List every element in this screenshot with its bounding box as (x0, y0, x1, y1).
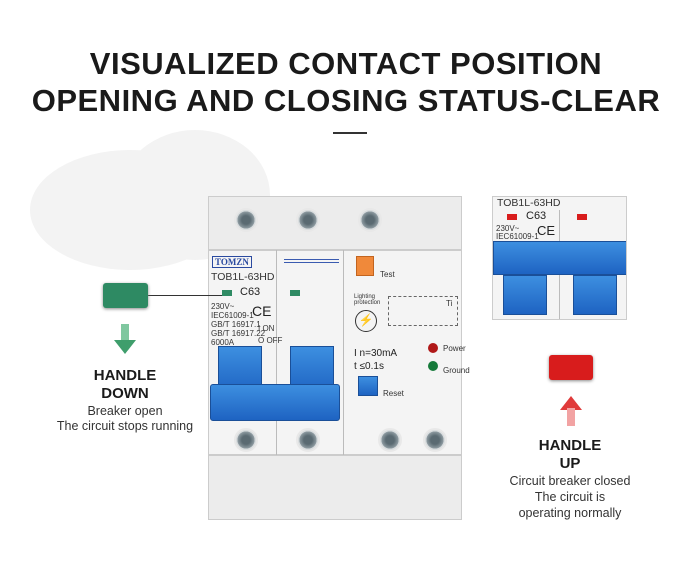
bottom-terminal-block (208, 455, 462, 520)
residual-current: I n=30mA (354, 348, 398, 359)
circuit-diagram (388, 296, 458, 326)
leader-line (148, 295, 222, 296)
status-indicator-green (290, 290, 300, 296)
handle-up-desc: Circuit breaker closed (509, 474, 631, 488)
status-indicator-red (577, 214, 587, 220)
test-button[interactable] (356, 256, 374, 276)
screw-icon (234, 428, 258, 452)
ground-label: Ground (443, 366, 470, 375)
ti-label: Ti (446, 299, 453, 308)
circuit-breaker: TOMZN TOB1L-63HD C63 230V~ IEC61009-1 CE… (208, 196, 470, 520)
model-number: TOB1L-63HD (211, 271, 275, 283)
lightning-icon: ⚡ (355, 310, 377, 332)
ce-mark: CE (252, 303, 272, 319)
status-indicator-red (507, 214, 517, 220)
divider (333, 132, 367, 134)
arrow-down-icon (114, 324, 136, 354)
handle-up-heading: UP (559, 455, 581, 472)
power-label: Power (443, 344, 466, 353)
handle-up-heading: HANDLE (538, 437, 602, 454)
inset-model: TOB1L-63HD (497, 197, 561, 209)
handle-pole-1[interactable] (503, 275, 547, 315)
test-label: Test (380, 270, 395, 279)
handle-up-desc: operating normally (518, 506, 622, 520)
on-label: I ON (258, 324, 275, 333)
screw-icon (358, 208, 382, 232)
spec-text: GB/T 16917.1 (211, 320, 261, 329)
handle-down-heading: DOWN (101, 385, 149, 402)
handle-pole-2[interactable] (573, 275, 617, 315)
brand-logo: TOMZN (212, 256, 252, 268)
title-line-2: OPENING AND CLOSING STATUS-CLEAR (31, 83, 661, 118)
handle-up-desc: The circuit is (534, 490, 606, 504)
reset-button[interactable] (358, 376, 378, 396)
screw-icon (296, 208, 320, 232)
title-line-1: VISUALIZED CONTACT POSITION (89, 46, 603, 81)
screw-icon (378, 428, 402, 452)
inset-rating: C63 (526, 210, 547, 222)
lighting-label: Lighting protection (354, 294, 381, 306)
arrow-up-icon (560, 396, 582, 426)
handle-down-desc: The circuit stops running (56, 419, 194, 433)
spec-text: GB/T 16917.22 (211, 329, 266, 338)
power-led (428, 343, 438, 353)
screw-icon (423, 428, 447, 452)
spec-text: 6000A (211, 338, 235, 347)
handle-down-heading: HANDLE (93, 367, 157, 384)
red-indicator-icon (549, 355, 593, 380)
inset-ce-mark: CE (537, 223, 556, 238)
inset-spec: 230V~ (496, 224, 520, 233)
closed-handle-inset: TOB1L-63HD C63 230V~ IEC61009-1 CE (492, 196, 627, 320)
green-indicator-icon (103, 283, 148, 308)
reset-label: Reset (383, 389, 404, 398)
screw-icon (234, 208, 258, 232)
screw-icon (296, 428, 320, 452)
spec-text: IEC61009-1 (211, 311, 254, 320)
rating: C63 (240, 286, 261, 298)
trip-time: t ≤0.1s (354, 361, 384, 372)
spec-text: 230V~ (211, 302, 235, 311)
handle-bar[interactable] (210, 384, 340, 421)
handle-bar-up[interactable] (493, 241, 626, 275)
status-indicator-green (222, 290, 232, 296)
ground-led (428, 361, 438, 371)
handle-down-desc: Breaker open (87, 404, 163, 418)
off-label: O OFF (258, 336, 283, 345)
inset-spec: IEC61009-1 (496, 232, 539, 241)
